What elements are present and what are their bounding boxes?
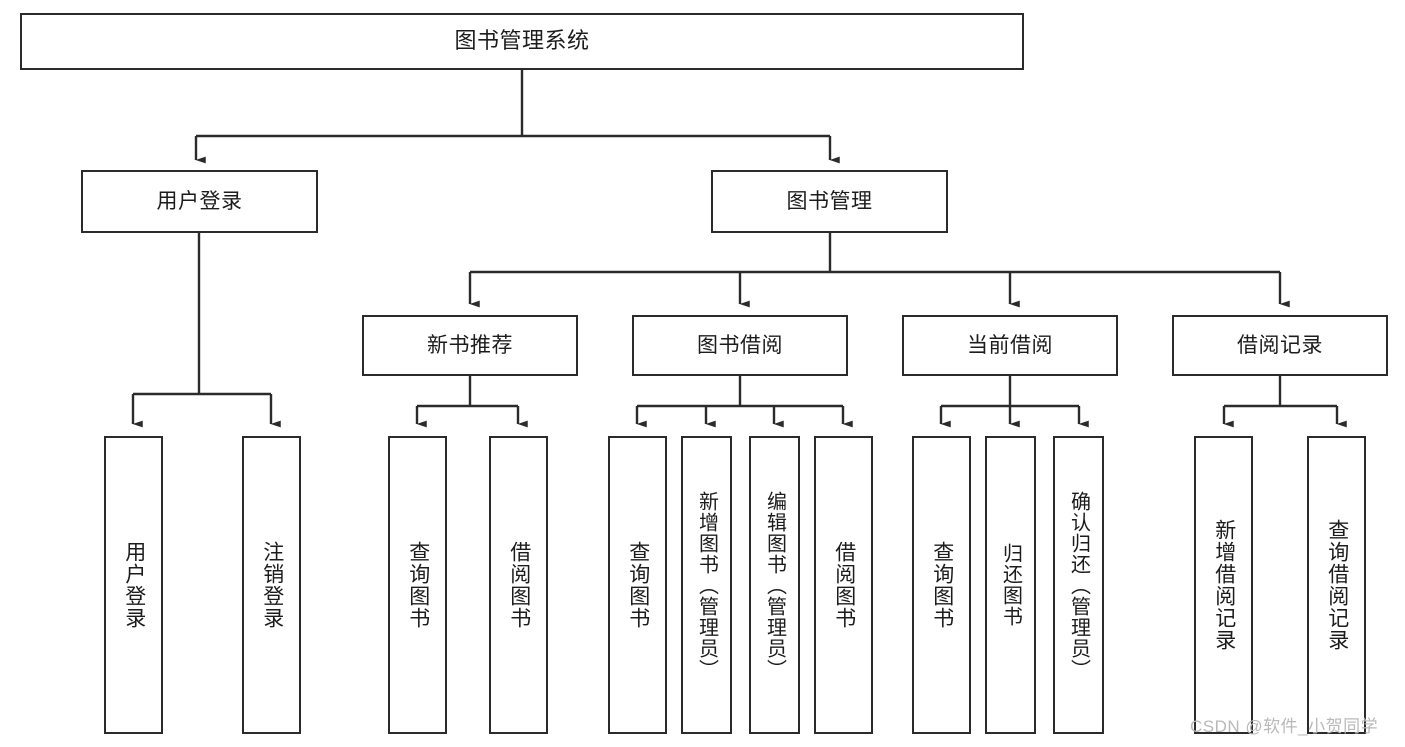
node-root-label: 图书管理系统	[454, 28, 590, 54]
node-leaf-edit-book[interactable]: 编辑图书（管理员）	[749, 436, 800, 734]
node-leaf-borrow-book-1-label: 借阅图书	[507, 541, 531, 629]
node-leaf-borrow-book-2[interactable]: 借阅图书	[814, 436, 873, 734]
node-leaf-query-book-1-label: 查询图书	[406, 541, 430, 629]
node-user-login[interactable]: 用户登录	[81, 170, 318, 233]
node-leaf-confirm-return[interactable]: 确认归还（管理员）	[1053, 436, 1104, 734]
node-leaf-return-book-label: 归还图书	[999, 543, 1022, 627]
node-book-borrow-label: 图书借阅	[697, 333, 783, 357]
node-leaf-query-book-3-label: 查询图书	[930, 541, 954, 629]
node-leaf-borrow-book-2-label: 借阅图书	[832, 541, 856, 629]
node-leaf-return-book[interactable]: 归还图书	[985, 436, 1036, 734]
node-leaf-user-logout[interactable]: 注销登录	[242, 436, 301, 734]
node-leaf-confirm-return-label: 确认归还（管理员）	[1067, 490, 1090, 680]
node-new-book-recommend[interactable]: 新书推荐	[362, 315, 578, 376]
node-leaf-query-book-2-label: 查询图书	[626, 541, 650, 629]
node-borrow-record[interactable]: 借阅记录	[1172, 315, 1388, 376]
node-book-manage[interactable]: 图书管理	[711, 170, 948, 233]
node-book-manage-label: 图书管理	[786, 189, 873, 213]
node-root[interactable]: 图书管理系统	[20, 13, 1024, 70]
node-leaf-add-record[interactable]: 新增借阅记录	[1194, 436, 1253, 734]
node-leaf-query-book-2[interactable]: 查询图书	[608, 436, 667, 734]
node-leaf-query-record[interactable]: 查询借阅记录	[1307, 436, 1366, 734]
node-borrow-record-label: 借阅记录	[1237, 333, 1323, 357]
node-leaf-add-book-label: 新增图书（管理员）	[695, 490, 718, 680]
node-new-book-recommend-label: 新书推荐	[427, 333, 513, 357]
node-current-borrow[interactable]: 当前借阅	[902, 315, 1118, 376]
node-leaf-query-record-label: 查询借阅记录	[1325, 519, 1349, 651]
node-leaf-edit-book-label: 编辑图书（管理员）	[763, 490, 786, 680]
node-leaf-add-record-label: 新增借阅记录	[1212, 519, 1236, 651]
node-leaf-user-login-label: 用户登录	[122, 541, 146, 629]
node-leaf-query-book-1[interactable]: 查询图书	[388, 436, 447, 734]
node-book-borrow[interactable]: 图书借阅	[632, 315, 848, 376]
node-user-login-label: 用户登录	[156, 189, 243, 213]
node-leaf-query-book-3[interactable]: 查询图书	[912, 436, 971, 734]
node-leaf-user-logout-label: 注销登录	[260, 541, 284, 629]
node-current-borrow-label: 当前借阅	[967, 333, 1053, 357]
node-leaf-user-login[interactable]: 用户登录	[104, 436, 163, 734]
watermark-text: CSDN @软件_小贺同学	[1190, 717, 1379, 736]
node-leaf-borrow-book-1[interactable]: 借阅图书	[489, 436, 548, 734]
node-leaf-add-book[interactable]: 新增图书（管理员）	[681, 436, 732, 734]
